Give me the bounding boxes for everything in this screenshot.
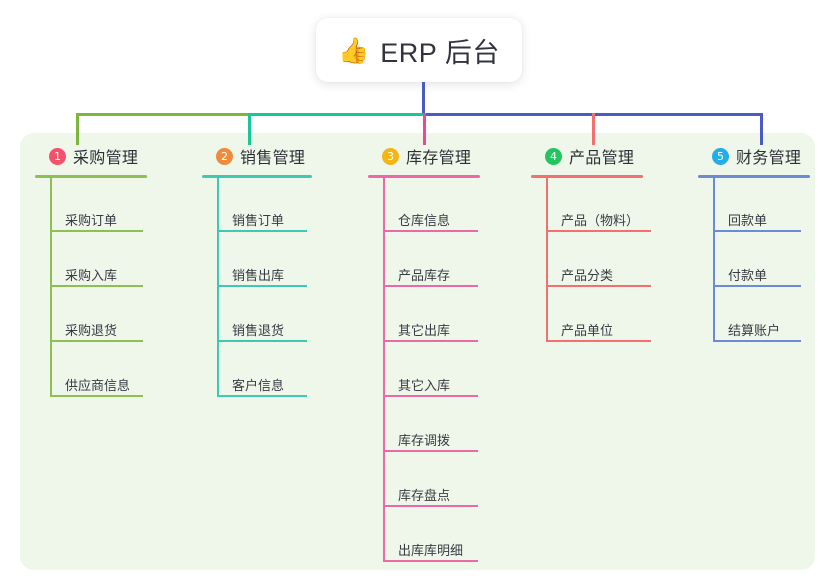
root-node[interactable]: 👍 ERP 后台: [316, 18, 522, 82]
leaf-item[interactable]: 其它入库: [398, 378, 451, 393]
branch-column-inventory[interactable]: 3 库存管理仓库信息产品库存其它出库其它入库库存调拨库存盘点出库库明细: [368, 144, 480, 562]
branch-rule-finance: [698, 175, 810, 178]
branch-header-product[interactable]: 4 产品管理: [531, 144, 634, 168]
leaf-item[interactable]: 销售出库: [232, 268, 285, 283]
leaf-item[interactable]: 回款单: [728, 213, 768, 228]
thumbs-up-icon: 👍: [338, 35, 370, 65]
branch-title-sales: 销售管理: [240, 150, 306, 167]
leaf-underline: [217, 340, 307, 342]
root-node-content: 👍 ERP 后台: [338, 31, 500, 70]
branch-spine-product: [546, 178, 548, 342]
leaf-item[interactable]: 产品（物料）: [561, 213, 640, 228]
branch-spine-inventory: [383, 178, 385, 562]
leaf-item[interactable]: 产品分类: [561, 268, 614, 283]
leaf-item[interactable]: 结算账户: [728, 323, 781, 338]
leaf-item[interactable]: 仓库信息: [398, 213, 451, 228]
branch-spine-finance: [713, 178, 715, 342]
leaf-underline: [50, 285, 143, 287]
branch-number-badge: 2: [216, 147, 233, 165]
leaf-item[interactable]: 采购入库: [65, 268, 118, 283]
leaf-item[interactable]: 出库库明细: [398, 543, 464, 558]
branch-rule-purchase: [35, 175, 147, 178]
leaf-item[interactable]: 采购退货: [65, 323, 118, 338]
branch-header-inventory[interactable]: 3 库存管理: [368, 144, 471, 168]
drop-product: [592, 113, 595, 145]
branch-number-badge: 1: [49, 147, 66, 165]
branch-column-product[interactable]: 4 产品管理产品（物料） 产品分类产品单位: [531, 144, 651, 342]
leaf-item[interactable]: 付款单: [728, 268, 768, 283]
leaf-underline: [546, 230, 651, 232]
leaf-underline: [383, 340, 478, 342]
branch-title-purchase: 采购管理: [73, 150, 139, 167]
branch-title-product: 产品管理: [569, 150, 635, 167]
leaf-underline: [217, 395, 307, 397]
branch-spine-purchase: [50, 178, 52, 397]
branch-number-badge: 5: [712, 147, 729, 165]
root-stem: [422, 82, 425, 116]
leaf-item[interactable]: 产品库存: [398, 268, 451, 283]
branch-title-inventory: 库存管理: [406, 150, 472, 167]
branch-column-purchase[interactable]: 1 采购管理采购订单采购入库采购退货供应商信息: [35, 144, 147, 397]
leaf-item[interactable]: 其它出库: [398, 323, 451, 338]
leaf-item[interactable]: 采购订单: [65, 213, 118, 228]
leaf-underline: [383, 450, 478, 452]
branch-column-sales[interactable]: 2 销售管理销售订单销售出库销售退货客户信息: [202, 144, 312, 397]
leaf-underline: [217, 285, 307, 287]
leaf-underline: [50, 395, 143, 397]
branch-header-sales[interactable]: 2 销售管理: [202, 144, 305, 168]
leaf-item[interactable]: 销售订单: [232, 213, 285, 228]
leaf-underline: [546, 285, 651, 287]
leaf-underline: [713, 230, 801, 232]
trunk-segment-blue: [423, 113, 760, 116]
leaf-underline: [546, 340, 651, 342]
leaf-underline: [50, 230, 143, 232]
branch-rule-sales: [202, 175, 312, 178]
leaf-underline: [383, 505, 478, 507]
branch-rule-product: [531, 175, 643, 178]
branch-header-finance[interactable]: 5 财务管理: [698, 144, 801, 168]
leaf-underline: [713, 340, 801, 342]
drop-finance: [760, 113, 763, 145]
leaf-underline: [383, 560, 478, 562]
trunk-segment-teal: [248, 113, 423, 116]
branch-column-finance[interactable]: 5 财务管理回款单付款单结算账户: [698, 144, 810, 342]
leaf-item[interactable]: 销售退货: [232, 323, 285, 338]
leaf-underline: [383, 395, 478, 397]
leaf-item[interactable]: 库存调拨: [398, 433, 451, 448]
drop-purchase: [76, 113, 79, 145]
leaf-item[interactable]: 库存盘点: [398, 488, 451, 503]
root-node-label: ERP 后台: [380, 37, 500, 68]
leaf-underline: [50, 340, 143, 342]
drop-sales: [248, 113, 251, 145]
branch-rule-inventory: [368, 175, 480, 178]
leaf-underline: [713, 285, 801, 287]
leaf-underline: [217, 230, 307, 232]
leaf-item[interactable]: 供应商信息: [65, 378, 131, 393]
leaf-underline: [383, 285, 478, 287]
leaf-item[interactable]: 客户信息: [232, 378, 285, 393]
trunk-segment-green: [76, 113, 248, 116]
branch-spine-sales: [217, 178, 219, 397]
leaf-underline: [383, 230, 478, 232]
leaf-item[interactable]: 产品单位: [561, 323, 614, 338]
branch-number-badge: 3: [382, 147, 399, 165]
branch-number-badge: 4: [545, 147, 562, 165]
branch-title-finance: 财务管理: [736, 150, 802, 167]
diagram-panel-background: [20, 133, 815, 570]
branch-header-purchase[interactable]: 1 采购管理: [35, 144, 138, 168]
drop-inventory: [423, 113, 426, 145]
